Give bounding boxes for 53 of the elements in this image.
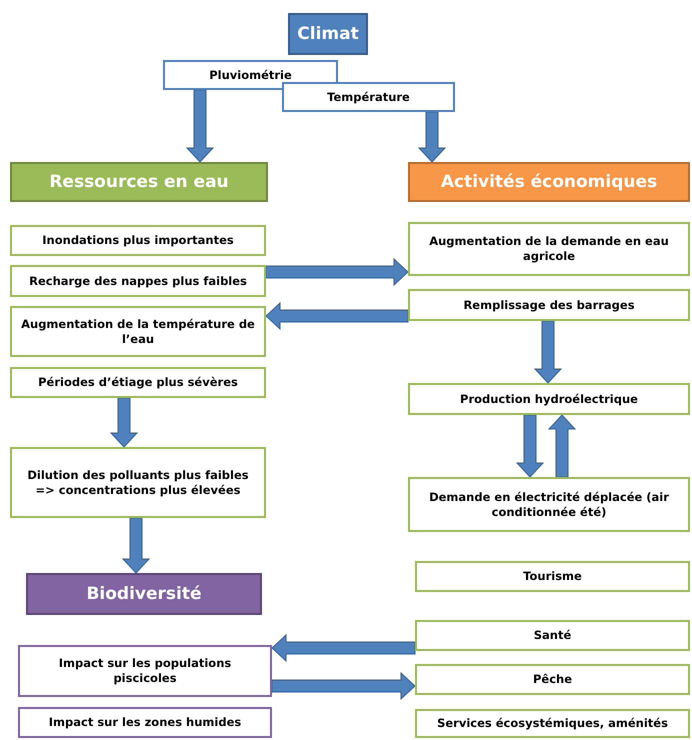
block-arrow [418, 112, 446, 163]
item-box [408, 383, 690, 415]
header-text: Climat [297, 22, 359, 46]
category-header [26, 573, 262, 615]
header-text: Biodiversité [86, 582, 202, 606]
item-text: Augmentation de la demande en eau agricole [428, 234, 670, 264]
category-header [408, 162, 690, 202]
item-text: Inondations plus importantes [42, 233, 234, 248]
block-arrow [271, 634, 416, 662]
category-header [10, 162, 268, 202]
block-arrow [266, 258, 409, 286]
item-box [10, 367, 266, 398]
item-text: Santé [534, 628, 572, 643]
block-arrow [186, 90, 214, 163]
item-box [415, 620, 690, 651]
item-text: Impact sur les populations piscicoles [58, 656, 232, 686]
item-box [18, 645, 272, 697]
item-text: Dilution des polluants plus faibles => concentrations plus élevées [26, 468, 250, 498]
item-text: Remplissage des barrages [463, 298, 635, 312]
header-text: Ressources en eau [49, 170, 229, 194]
item-box [408, 477, 690, 532]
item-text: Demande en électricité déplacée (air conditionnée été) [428, 490, 670, 520]
item-box [408, 222, 690, 276]
block-arrow [272, 672, 416, 700]
item-box [415, 561, 690, 592]
item-box [282, 82, 455, 112]
item-text: Services écosystémiques, aménités [437, 716, 668, 731]
item-box [10, 225, 266, 256]
item-box [10, 265, 266, 297]
block-arrow [265, 302, 408, 330]
item-box [18, 707, 272, 738]
item-text: Périodes d’étiage plus sévères [38, 375, 238, 390]
block-arrow [534, 320, 562, 384]
item-text: Pluviométrie [209, 68, 292, 82]
item-text: Recharge des nappes plus faibles [29, 274, 247, 288]
item-text: Pêche [532, 672, 572, 687]
item-box [10, 447, 266, 518]
block-arrow [548, 414, 576, 478]
item-text: Impact sur les zones humides [48, 715, 242, 730]
item-box [163, 60, 338, 90]
item-text: Tourisme [523, 569, 582, 584]
item-box [415, 664, 690, 695]
item-box [408, 289, 690, 321]
item-text: Augmentation de la température de l’eau [20, 316, 256, 346]
category-header [288, 13, 368, 55]
item-text: Production hydroélectrique [460, 392, 638, 406]
block-arrow [110, 398, 138, 448]
item-box [10, 306, 266, 357]
header-text: Activités économiques [440, 170, 658, 194]
block-arrow [122, 518, 150, 574]
block-arrow [516, 414, 544, 478]
item-text: Température [327, 90, 410, 104]
item-box [415, 709, 690, 738]
